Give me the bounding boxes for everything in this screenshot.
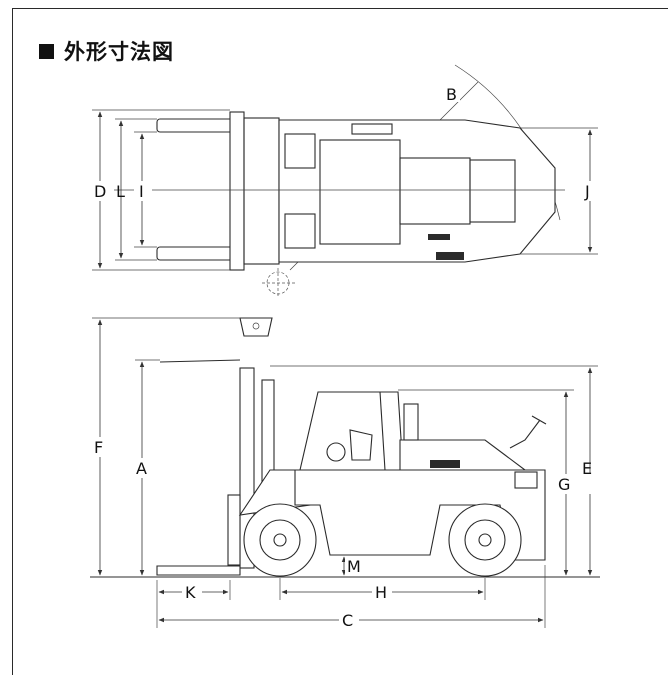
top-body-outline [278, 119, 556, 263]
label-D: D [94, 182, 106, 201]
dimension-labels: B D L I J F A G E M K H C [88, 84, 600, 630]
title-square-icon [39, 43, 54, 59]
side-steering-wheel [326, 442, 346, 462]
top-radiator [469, 159, 516, 223]
section-title: 外形寸法図 [39, 36, 174, 66]
operator-seat [349, 429, 373, 461]
top-fork-upper [156, 118, 238, 133]
top-vent [428, 234, 450, 240]
top-carriage [229, 111, 245, 271]
top-step [351, 123, 393, 135]
raised-fork-line [159, 359, 241, 363]
label-L: L [116, 182, 125, 201]
label-I: I [139, 182, 144, 201]
label-H: H [375, 583, 387, 602]
top-grille [436, 252, 464, 260]
label-J: J [584, 182, 590, 201]
top-view [92, 64, 598, 298]
label-B: B [446, 85, 457, 104]
side-body [294, 469, 546, 561]
side-counterweight-detail [514, 471, 538, 489]
overhead-guard [299, 391, 404, 471]
title-text: 外形寸法図 [64, 40, 174, 64]
page-frame [12, 8, 668, 675]
label-C: C [342, 611, 353, 630]
front-wheel [243, 503, 317, 577]
rear-wheel [448, 503, 522, 577]
side-carriage [227, 494, 241, 566]
mast-top-attachment [239, 317, 273, 337]
top-front-wheel-lower [284, 213, 316, 249]
top-front-wheel-upper [284, 133, 316, 169]
label-E: E [582, 459, 592, 478]
side-fork [156, 565, 241, 576]
air-intake [403, 403, 419, 441]
side-vent [430, 460, 460, 468]
top-mast [243, 117, 280, 265]
label-F: F [94, 438, 103, 457]
side-mast-outer [239, 367, 255, 569]
side-engine-hood [399, 439, 527, 471]
top-fork-lower [156, 246, 238, 261]
label-M: M [347, 557, 361, 576]
label-K: K [185, 583, 196, 602]
exhaust-pipe [509, 419, 541, 449]
side-view [90, 317, 600, 628]
label-G: G [558, 475, 570, 494]
label-A: A [136, 459, 147, 478]
